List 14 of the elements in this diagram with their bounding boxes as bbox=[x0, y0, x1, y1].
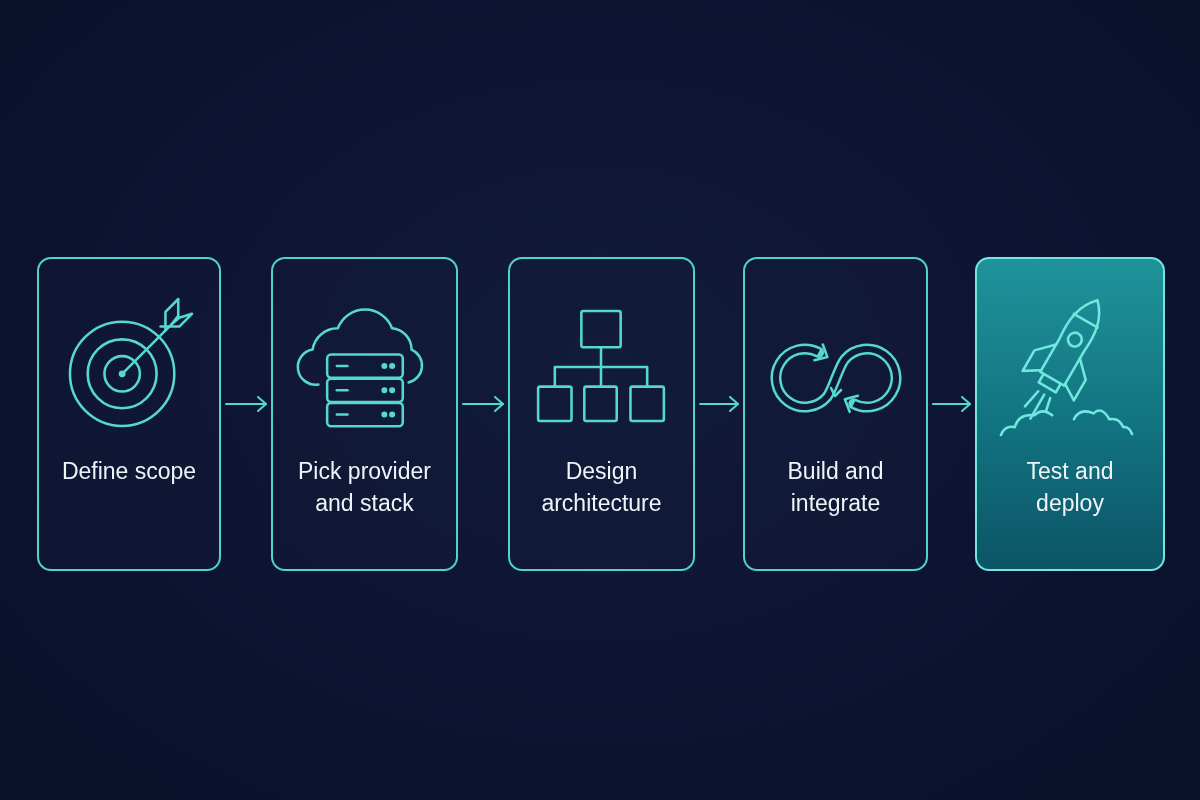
step-card bbox=[271, 257, 458, 571]
arrow bbox=[462, 396, 504, 412]
arrow bbox=[225, 396, 267, 412]
step-label: Define scope bbox=[60, 457, 198, 486]
arrow bbox=[699, 396, 739, 412]
step-label: Pick provider and stack bbox=[297, 457, 432, 518]
arrow bbox=[932, 396, 971, 412]
step-card bbox=[975, 257, 1165, 571]
step-label: Design architecture bbox=[540, 457, 663, 518]
step-card bbox=[743, 257, 928, 571]
step-card bbox=[37, 257, 221, 571]
step-card bbox=[508, 257, 695, 571]
step-label: Build and integrate bbox=[786, 457, 885, 518]
step-label: Test and deploy bbox=[1025, 457, 1115, 518]
